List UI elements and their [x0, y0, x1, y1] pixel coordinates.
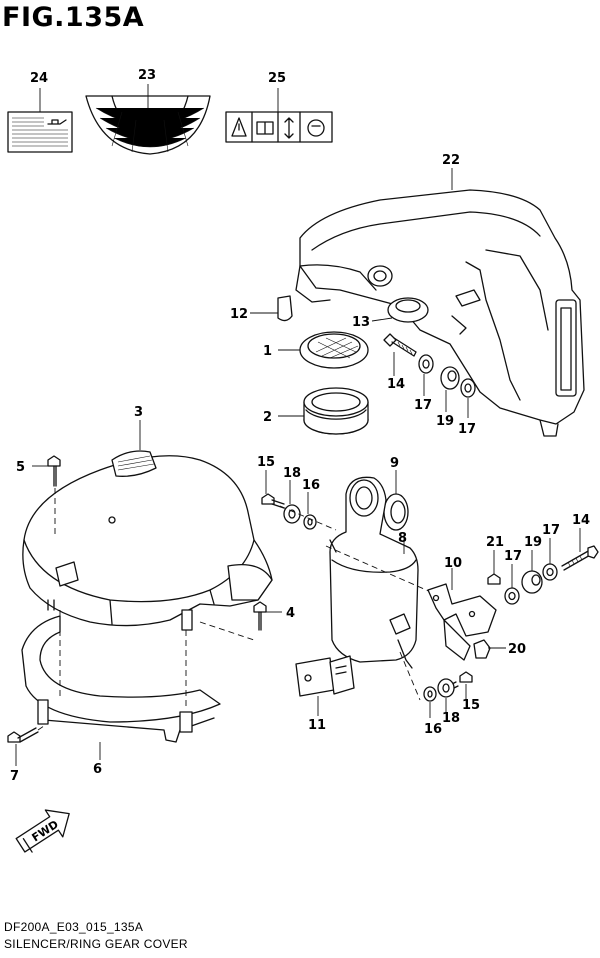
arrow-updown-icon	[284, 117, 294, 139]
part-18-grommet-b	[437, 678, 455, 698]
part-14-bolt-lower	[561, 545, 599, 571]
part-17-washer-c	[504, 587, 520, 605]
callout-16-a: 16	[302, 478, 320, 493]
circle-hand-icon	[307, 119, 325, 137]
callout-25: 25	[268, 71, 286, 86]
callout-13: 13	[352, 315, 370, 330]
part-23-label	[85, 95, 211, 155]
callout-15-b: 15	[462, 698, 480, 713]
part-4-bolt	[253, 601, 267, 631]
part-11-bracket	[295, 655, 355, 697]
callout-5: 5	[16, 460, 25, 475]
part-6-lower-ring	[21, 599, 221, 743]
callout-6: 6	[93, 762, 102, 777]
part-17-washer-b	[460, 378, 476, 398]
callout-21: 21	[486, 535, 504, 550]
figure-caption: SILENCER/RING GEAR COVER	[4, 937, 188, 951]
callout-24: 24	[30, 71, 48, 86]
callout-2: 2	[263, 410, 272, 425]
callout-15-a: 15	[257, 455, 275, 470]
part-5-bolt	[47, 455, 61, 487]
part-25-label	[225, 111, 333, 143]
part-21-bolt	[487, 573, 501, 585]
part-8-silencer-body	[325, 476, 441, 701]
callout-18-b: 18	[442, 711, 460, 726]
callout-19-a: 19	[436, 414, 454, 429]
figure-title: FIG.135A	[2, 2, 145, 33]
part-22-silencer	[295, 189, 585, 437]
part-17-washer-d	[542, 563, 558, 581]
part-19-grommet-b	[521, 570, 543, 594]
part-9-seal	[383, 493, 409, 531]
callout-11: 11	[308, 718, 326, 733]
callout-18-a: 18	[283, 466, 301, 481]
part-17-washer-a	[418, 354, 434, 374]
callout-12: 12	[230, 307, 248, 322]
warning-label-icon	[231, 117, 247, 137]
part-3-ring-gear-cover	[22, 450, 273, 627]
callout-17-b: 17	[458, 422, 476, 437]
callout-10: 10	[444, 556, 462, 571]
part-13-cap	[387, 297, 429, 323]
callout-16-b: 16	[424, 722, 442, 737]
callout-22: 22	[442, 153, 460, 168]
callout-9: 9	[390, 456, 399, 471]
manual-book-icon	[256, 121, 274, 135]
callout-19-b: 19	[524, 535, 542, 550]
part-24-label	[7, 111, 73, 153]
part-20-clip	[473, 639, 491, 659]
part-16-washer-a	[303, 514, 317, 530]
callout-4: 4	[286, 606, 295, 621]
callout-23: 23	[138, 68, 156, 83]
fwd-arrow-icon: FWD	[15, 809, 70, 853]
oil-can-icon	[47, 119, 67, 125]
part-16-washer-b	[423, 686, 437, 702]
part-12-grommet	[277, 295, 293, 322]
callout-17-a: 17	[414, 398, 432, 413]
part-10-bracket	[427, 583, 497, 661]
callout-8: 8	[398, 531, 407, 546]
callout-20: 20	[508, 642, 526, 657]
callout-17-c: 17	[504, 549, 522, 564]
part-14-bolt-upper	[383, 333, 417, 357]
callout-17-d: 17	[542, 523, 560, 538]
part-18-grommet-a	[283, 504, 301, 524]
vent-grille	[111, 450, 157, 477]
callout-14-b: 14	[572, 513, 590, 528]
callout-1: 1	[263, 344, 272, 359]
callout-14-a: 14	[387, 377, 405, 392]
part-2-ring	[303, 387, 369, 435]
callout-3: 3	[134, 405, 143, 420]
callout-7: 7	[10, 769, 19, 784]
part-1-screen	[299, 331, 369, 369]
part-19-grommet-a	[440, 366, 460, 390]
part-7-bolt	[7, 727, 39, 743]
drawing-code: DF200A_E03_015_135A	[4, 920, 144, 934]
